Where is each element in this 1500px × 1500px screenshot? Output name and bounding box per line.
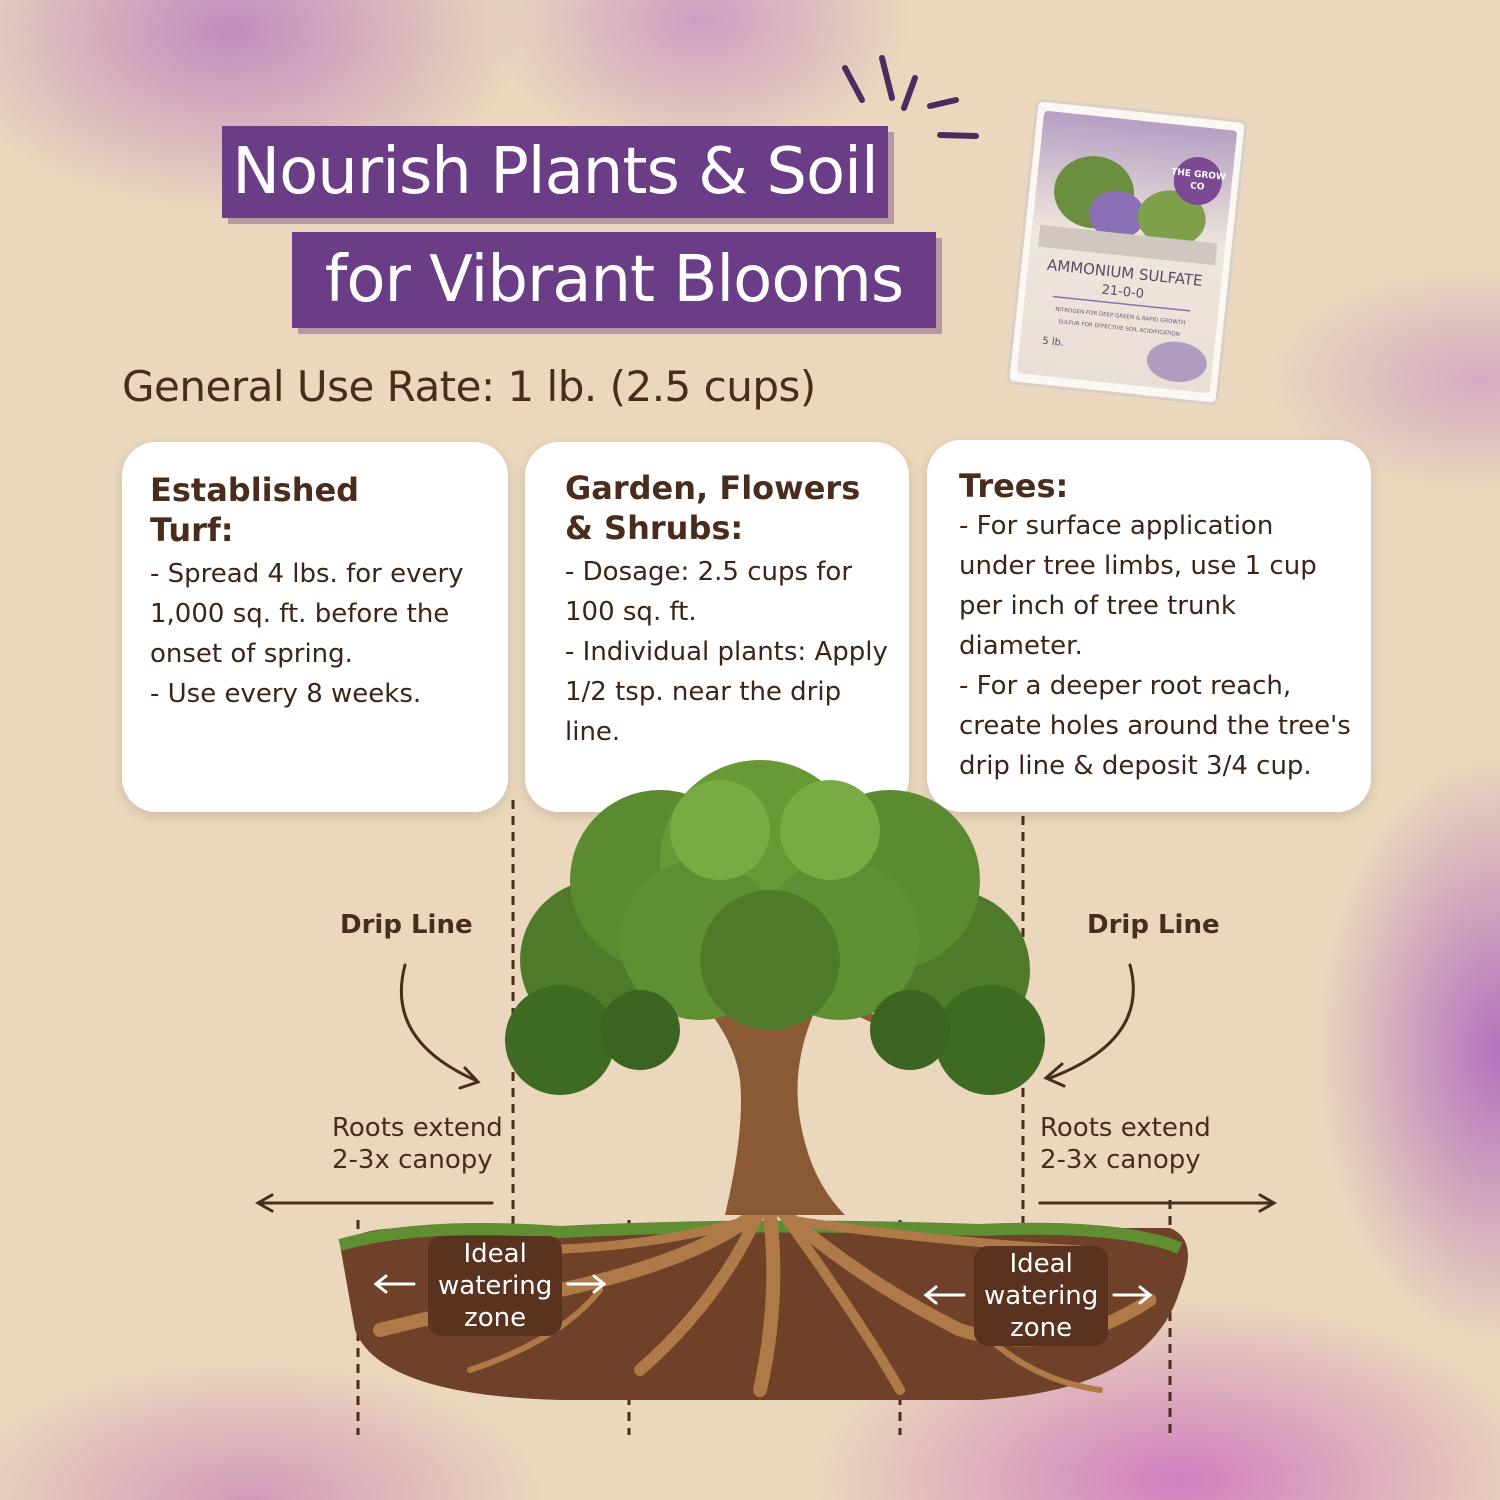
title-line-1: Nourish Plants & Soil — [222, 126, 888, 218]
roots-extend-label-left: Roots extend 2-3x canopy — [332, 1113, 503, 1175]
drip-line-label-right: Drip Line — [1087, 910, 1220, 940]
drip-line-label-left: Drip Line — [340, 910, 473, 940]
svg-text:CO: CO — [1190, 181, 1206, 192]
hydrangea-icon — [1088, 190, 1145, 239]
tree-canopy — [505, 760, 1045, 1095]
card-heading: Trees: — [959, 467, 1069, 505]
card-body: - Dosage: 2.5 cups for 100 sq. ft. - Ind… — [565, 557, 888, 747]
card-garden-flowers-shrubs: Garden, Flowers & Shrubs: - Dosage: 2.5 … — [525, 442, 909, 812]
ideal-watering-zone-right: Ideal watering zone — [974, 1246, 1109, 1346]
card-heading: Garden, Flowers & Shrubs: — [565, 469, 861, 547]
roots-extend-label-right: Roots extend 2-3x canopy — [1040, 1113, 1211, 1175]
card-body: - Spread 4 lbs. for every 1,000 sq. ft. … — [150, 559, 464, 709]
curved-arrow-left-icon — [399, 963, 477, 1082]
card-established-turf: Established Turf: - Spread 4 lbs. for ev… — [122, 442, 508, 812]
tree-trunk — [700, 995, 845, 1215]
curved-arrow-right-icon — [1048, 963, 1135, 1080]
card-heading: Established Turf: — [150, 471, 360, 549]
card-body: - For surface application under tree lim… — [959, 511, 1351, 781]
grow-co-logo — [1173, 157, 1222, 206]
product-package-image: THE GROW CO AMMONIUM SULFATE 21-0-0 NITR… — [1006, 98, 1248, 406]
general-use-rate: General Use Rate: 1 lb. (2.5 cups) — [122, 362, 816, 411]
product-npk: 21-0-0 — [1101, 283, 1145, 302]
product-weight: 5 lb. — [1042, 336, 1065, 349]
card-trees: Trees: - For surface application under t… — [927, 440, 1371, 812]
title-line-2: for Vibrant Blooms — [292, 232, 936, 328]
ideal-watering-zone-left: Ideal watering zone — [428, 1236, 563, 1336]
